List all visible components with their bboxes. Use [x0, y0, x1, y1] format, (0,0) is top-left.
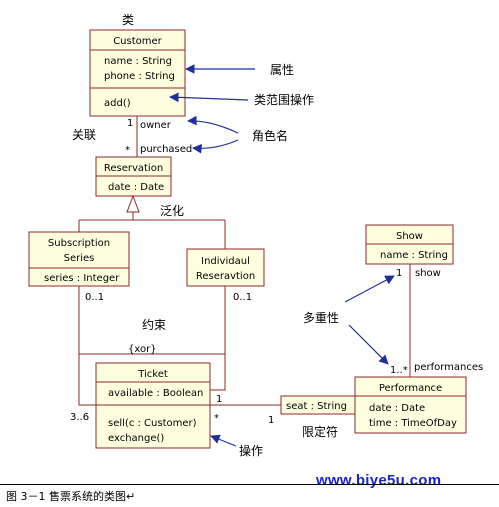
role-purchased: purchased: [140, 144, 192, 155]
class-reservation: Reservation date : Date: [95, 156, 172, 197]
ticket-op-exchange: exchange(): [108, 433, 164, 444]
mult-reservation: *: [125, 145, 130, 156]
arrow-role-purchased: [192, 139, 239, 154]
label-class: 类: [122, 13, 134, 27]
performance-attr-time: time : TimeOfDay: [369, 418, 457, 429]
individual-name-line1: Individaul: [201, 256, 250, 267]
mult-perf-ticket: 1: [268, 415, 274, 426]
constraint-xor: {xor}: [128, 344, 157, 355]
class-customer: Customer name : String phone : String ad…: [89, 29, 186, 117]
class-show: Show name : String: [365, 224, 454, 265]
label-constraint: 约束: [142, 317, 166, 332]
subscription-name-line2: Series: [64, 253, 95, 264]
arrow-role-owner: [187, 115, 239, 134]
arrow-multiplicity-perf: [348, 324, 389, 365]
mult-show: 1: [396, 268, 402, 279]
class-subscription-series: Subscription Series series : Integer: [28, 231, 130, 287]
class-performance: Performance date : Date time : TimeOfDay: [354, 376, 467, 434]
mult-ticket-perf: *: [214, 413, 219, 424]
performance-name: Performance: [379, 383, 442, 394]
role-owner: owner: [140, 120, 172, 131]
caption-rule: [0, 484, 499, 485]
label-role-name: 角色名: [252, 128, 288, 143]
role-performances: performances: [414, 362, 483, 373]
class-individual-reservation: Individaul Reseravtion: [186, 248, 265, 287]
show-attr-name: name : String: [380, 250, 448, 261]
ticket-name: Ticket: [137, 369, 168, 380]
ticket-op-sell: sell(c : Customer): [108, 418, 197, 429]
mult-perf-show: 1..*: [390, 365, 408, 376]
individual-name-line2: Reseravtion: [196, 271, 255, 282]
arrow-class-scope-op: [169, 92, 249, 103]
customer-attr-phone: phone : String: [104, 71, 175, 82]
figure-caption: 图 3－1 售票系统的类图↵: [6, 490, 136, 503]
reservation-name: Reservation: [104, 163, 163, 174]
arrow-multiplicity-show: [344, 275, 395, 303]
label-class-scope-operation: 类范围操作: [254, 92, 314, 107]
mult-ticket-ind: 1: [216, 394, 222, 405]
label-multiplicity: 多重性: [303, 311, 339, 325]
mult-ticket-sub: 3..6: [70, 412, 89, 423]
watermark-text: www.biye5u.com: [316, 472, 442, 489]
performance-attr-date: date : Date: [369, 403, 425, 414]
class-ticket: Ticket available : Boolean sell(c : Cust…: [95, 362, 211, 449]
mult-customer: 1: [127, 118, 133, 129]
mult-individual: 0..1: [233, 292, 252, 303]
label-operation: 操作: [239, 443, 263, 458]
label-generalization: 泛化: [160, 204, 184, 218]
subscription-attr-series: series : Integer: [44, 273, 120, 284]
ticket-attr-available: available : Boolean: [108, 388, 203, 399]
role-show: show: [415, 268, 441, 279]
assoc-individual-ticket: [210, 286, 226, 391]
assoc-subscription-ticket: [78, 286, 96, 406]
label-association: 关联: [72, 128, 96, 142]
qualifier-seat-label: seat : String: [286, 401, 347, 412]
customer-op-add: add(): [104, 98, 131, 109]
mult-subscription: 0..1: [85, 292, 104, 303]
qualifier-seat: seat : String: [280, 395, 356, 415]
subscription-name-line1: Subscription: [48, 238, 110, 249]
label-attribute: 属性: [270, 63, 294, 77]
customer-attr-name: name : String: [104, 56, 172, 67]
arrow-operation: [210, 434, 237, 447]
show-name: Show: [396, 231, 423, 242]
generalization-reservation: [78, 194, 226, 249]
label-qualifier: 限定符: [302, 424, 338, 439]
customer-name: Customer: [113, 36, 162, 47]
reservation-attr-date: date : Date: [108, 182, 164, 193]
